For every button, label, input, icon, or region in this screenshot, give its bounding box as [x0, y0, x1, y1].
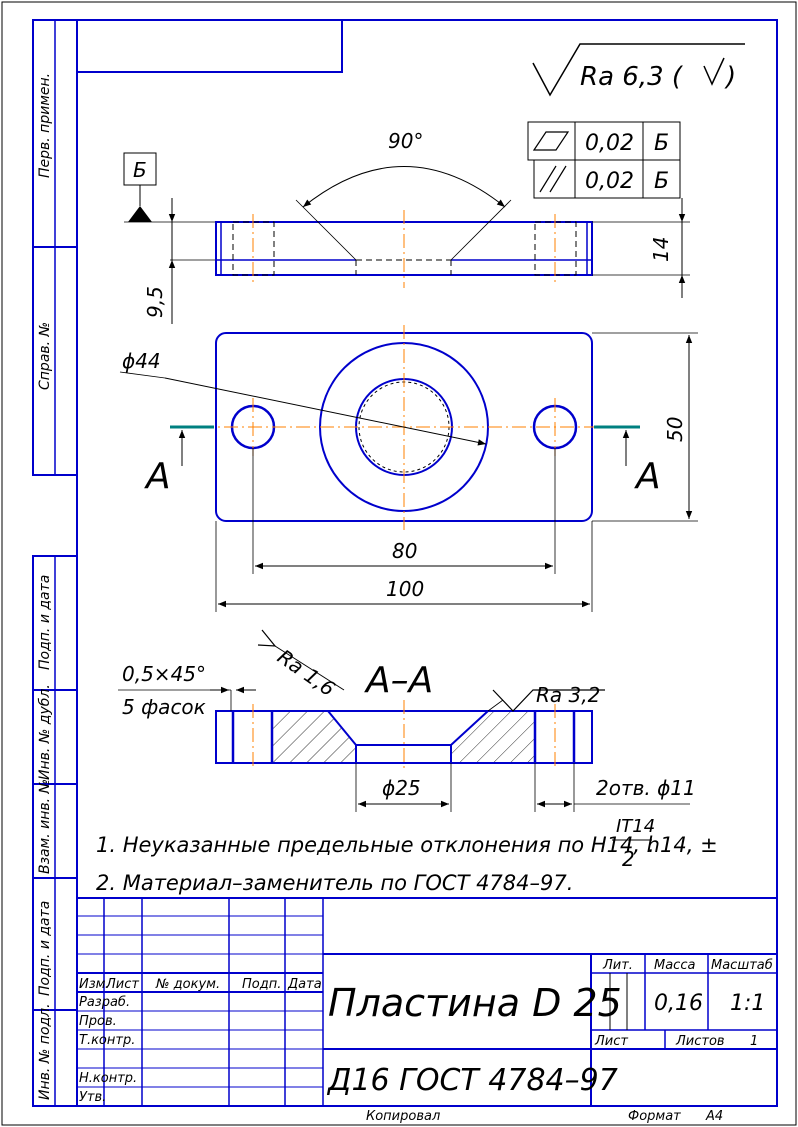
step-depth-text: 9,5	[143, 286, 167, 318]
row-tkontr: Т.контр.	[79, 1033, 135, 1048]
flatness-datum: Б	[654, 131, 669, 156]
overall-length-text: 100	[386, 577, 424, 601]
roughness-general-text: Ra 6,3 (	[580, 62, 684, 92]
roughness-countersink-text: Ra 3,2	[536, 683, 600, 707]
hole-spacing-text: 80	[392, 539, 417, 563]
datum-label: Б	[133, 158, 147, 182]
roughness-general: Ra 6,3 ( )	[532, 43, 745, 97]
datum-marker: Б	[123, 152, 216, 223]
massa-value: 0,16	[654, 991, 703, 1016]
section-view: A–A	[215, 660, 593, 772]
inner-diameter-text: ϕ25	[382, 776, 421, 800]
thickness-dimension: 14	[592, 198, 690, 298]
outer-diameter-text: ϕ44	[122, 349, 161, 373]
thickness-text: 14	[649, 237, 673, 262]
holes-note-text: 2отв. ϕ11	[596, 776, 696, 800]
footer: Копировал Формат A4	[366, 1109, 723, 1124]
side-label-perv-primen: Перв. примен.	[37, 73, 53, 178]
col-podp: Подп.	[242, 977, 281, 992]
list-label: Лист	[594, 1034, 628, 1049]
row-prov: Пров.	[79, 1014, 117, 1029]
overall-length-dimension: 100	[215, 521, 593, 612]
note-1-end: .	[648, 833, 655, 857]
note-2: 2. Материал–заменитель по ГОСТ 4784–97.	[96, 871, 573, 895]
roughness-chamfer-text: Ra 1,6	[273, 644, 339, 701]
col-dokum: № докум.	[155, 977, 220, 992]
inner-diameter-dimension: ϕ25	[355, 763, 452, 812]
front-view: 90°	[170, 129, 593, 288]
note-1-numerator: IT14	[616, 816, 655, 837]
roughness-countersink: Ra 3,2	[487, 683, 605, 712]
title-block: Изм. Лист № докум. Подп. Дата Разраб. Пр…	[76, 897, 778, 1107]
flatness-icon	[532, 131, 570, 151]
masshtab-value: 1:1	[730, 991, 765, 1016]
angle-dimension: 90°	[388, 129, 423, 153]
step-depth-dimension: 9,5	[143, 198, 176, 324]
col-data: Дата	[287, 977, 322, 992]
tolerance-frames: 0,02 Б 0,02 Б	[527, 121, 681, 199]
copied-label: Копировал	[366, 1109, 440, 1124]
note-1: 1. Неуказанные предельные отклонения по …	[96, 833, 718, 857]
width-dimension: 50	[592, 332, 698, 522]
note-1-denominator: 2	[622, 847, 635, 871]
roughness-close-paren: )	[724, 62, 736, 92]
hole-spacing-dimension: 80	[252, 448, 556, 574]
side-label-inv-no-podl: Инв. № подл.	[37, 1003, 53, 1100]
listov-value: 1	[750, 1034, 758, 1049]
section-mark-left: A	[144, 456, 171, 497]
chamfer-count-text: 5 фасок	[122, 695, 206, 719]
technical-notes: 1. Неуказанные предельные отклонения по …	[96, 816, 718, 895]
part-name: Пластина D 25	[328, 981, 622, 1025]
lit-label: Лит.	[602, 958, 633, 973]
flatness-value: 0,02	[585, 131, 634, 156]
row-utv: Утв.	[79, 1090, 106, 1105]
format-value: A4	[705, 1109, 723, 1124]
row-razrab: Разраб.	[79, 995, 130, 1010]
section-title: A–A	[364, 660, 433, 701]
top-view: A A ϕ44	[119, 325, 661, 530]
row-nkontr: Н.контр.	[79, 1071, 137, 1086]
side-label-podp-data-1: Подп. и дата	[37, 575, 53, 670]
listov-label: Листов	[675, 1034, 725, 1049]
col-izm: Изм.	[79, 977, 110, 992]
parallel-value: 0,02	[585, 169, 634, 194]
side-label-podp-data-2: Подп. и дата	[37, 901, 53, 996]
side-label-vzam-inv-no: Взам. инв. №	[37, 779, 53, 874]
parallel-datum: Б	[654, 169, 669, 194]
material: Д16 ГОСТ 4784–97	[326, 1063, 618, 1098]
side-label-sprav-no: Справ. №	[37, 322, 53, 390]
section-mark-right: A	[634, 456, 661, 497]
massa-label: Масса	[654, 958, 695, 973]
side-label-inv-no-dubl: Инв. № дубл.	[37, 684, 53, 780]
holes-dimension: 2отв. ϕ11	[534, 763, 696, 812]
masshtab-label: Масштаб	[711, 958, 773, 973]
format-label: Формат	[628, 1109, 681, 1124]
parallelism-icon	[539, 165, 567, 193]
col-list: Лист	[105, 977, 139, 992]
side-labels: Перв. примен. Справ. № Подп. и дата Инв.…	[37, 73, 53, 1100]
chamfer-text: 0,5×45°	[122, 662, 206, 686]
roughness-chamfer: Ra 1,6	[257, 629, 345, 701]
width-text: 50	[663, 417, 687, 442]
chamfer-callout: 0,5×45° 5 фасок	[118, 662, 256, 719]
